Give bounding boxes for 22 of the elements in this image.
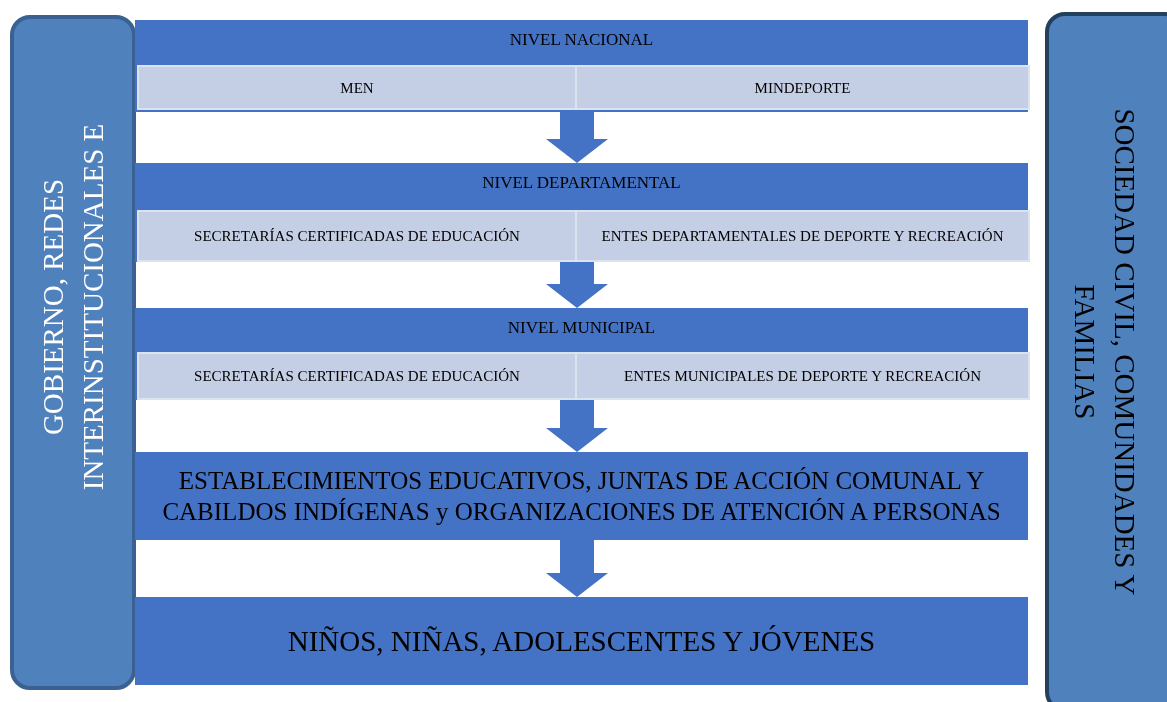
level-title: NIVEL DEPARTAMENTAL (481, 173, 682, 193)
panel-label: SOCIEDAD CIVIL, COMUNIDADES Y FAMILIAS (1068, 107, 1142, 598)
block-arrow (546, 540, 608, 597)
block-arrow (546, 400, 608, 452)
level-band (135, 308, 1028, 400)
group-box: NIÑOS, NIÑAS, ADOLESCENTES Y JÓVENES (135, 597, 1028, 685)
level-title: NIVEL MUNICIPAL (506, 318, 657, 338)
entity-box: SECRETARÍAS CERTIFICADAS DE EDUCACIÓN (137, 352, 577, 400)
entity-box: MINDEPORTE (575, 65, 1030, 110)
entity-box: ENTES DEPARTAMENTALES DE DEPORTE Y RECREACIÓN (575, 210, 1030, 262)
side-panel (1045, 12, 1167, 702)
level-band (135, 20, 1028, 112)
block-arrow (546, 262, 608, 308)
level-band (135, 163, 1028, 262)
side-panel (10, 15, 136, 690)
group-box: ESTABLECIMIENTOS EDUCATIVOS, JUNTAS DE ACCIÓN COMUNAL Y CABILDOS INDÍGENAS y ORGANIZACIONES DE ATENCIÓN A PERSONAS (135, 452, 1028, 540)
level-title: NIVEL NACIONAL (508, 30, 655, 50)
entity-box: ENTES MUNICIPALES DE DEPORTE Y RECREACIÓN (575, 352, 1030, 400)
block-arrow (546, 112, 608, 163)
panel-label: GOBIERNO, REDES INTERINSTITUCIONALES E (36, 122, 110, 493)
entity-box: SECRETARÍAS CERTIFICADAS DE EDUCACIÓN (137, 210, 577, 262)
entity-box: MEN (137, 65, 577, 110)
